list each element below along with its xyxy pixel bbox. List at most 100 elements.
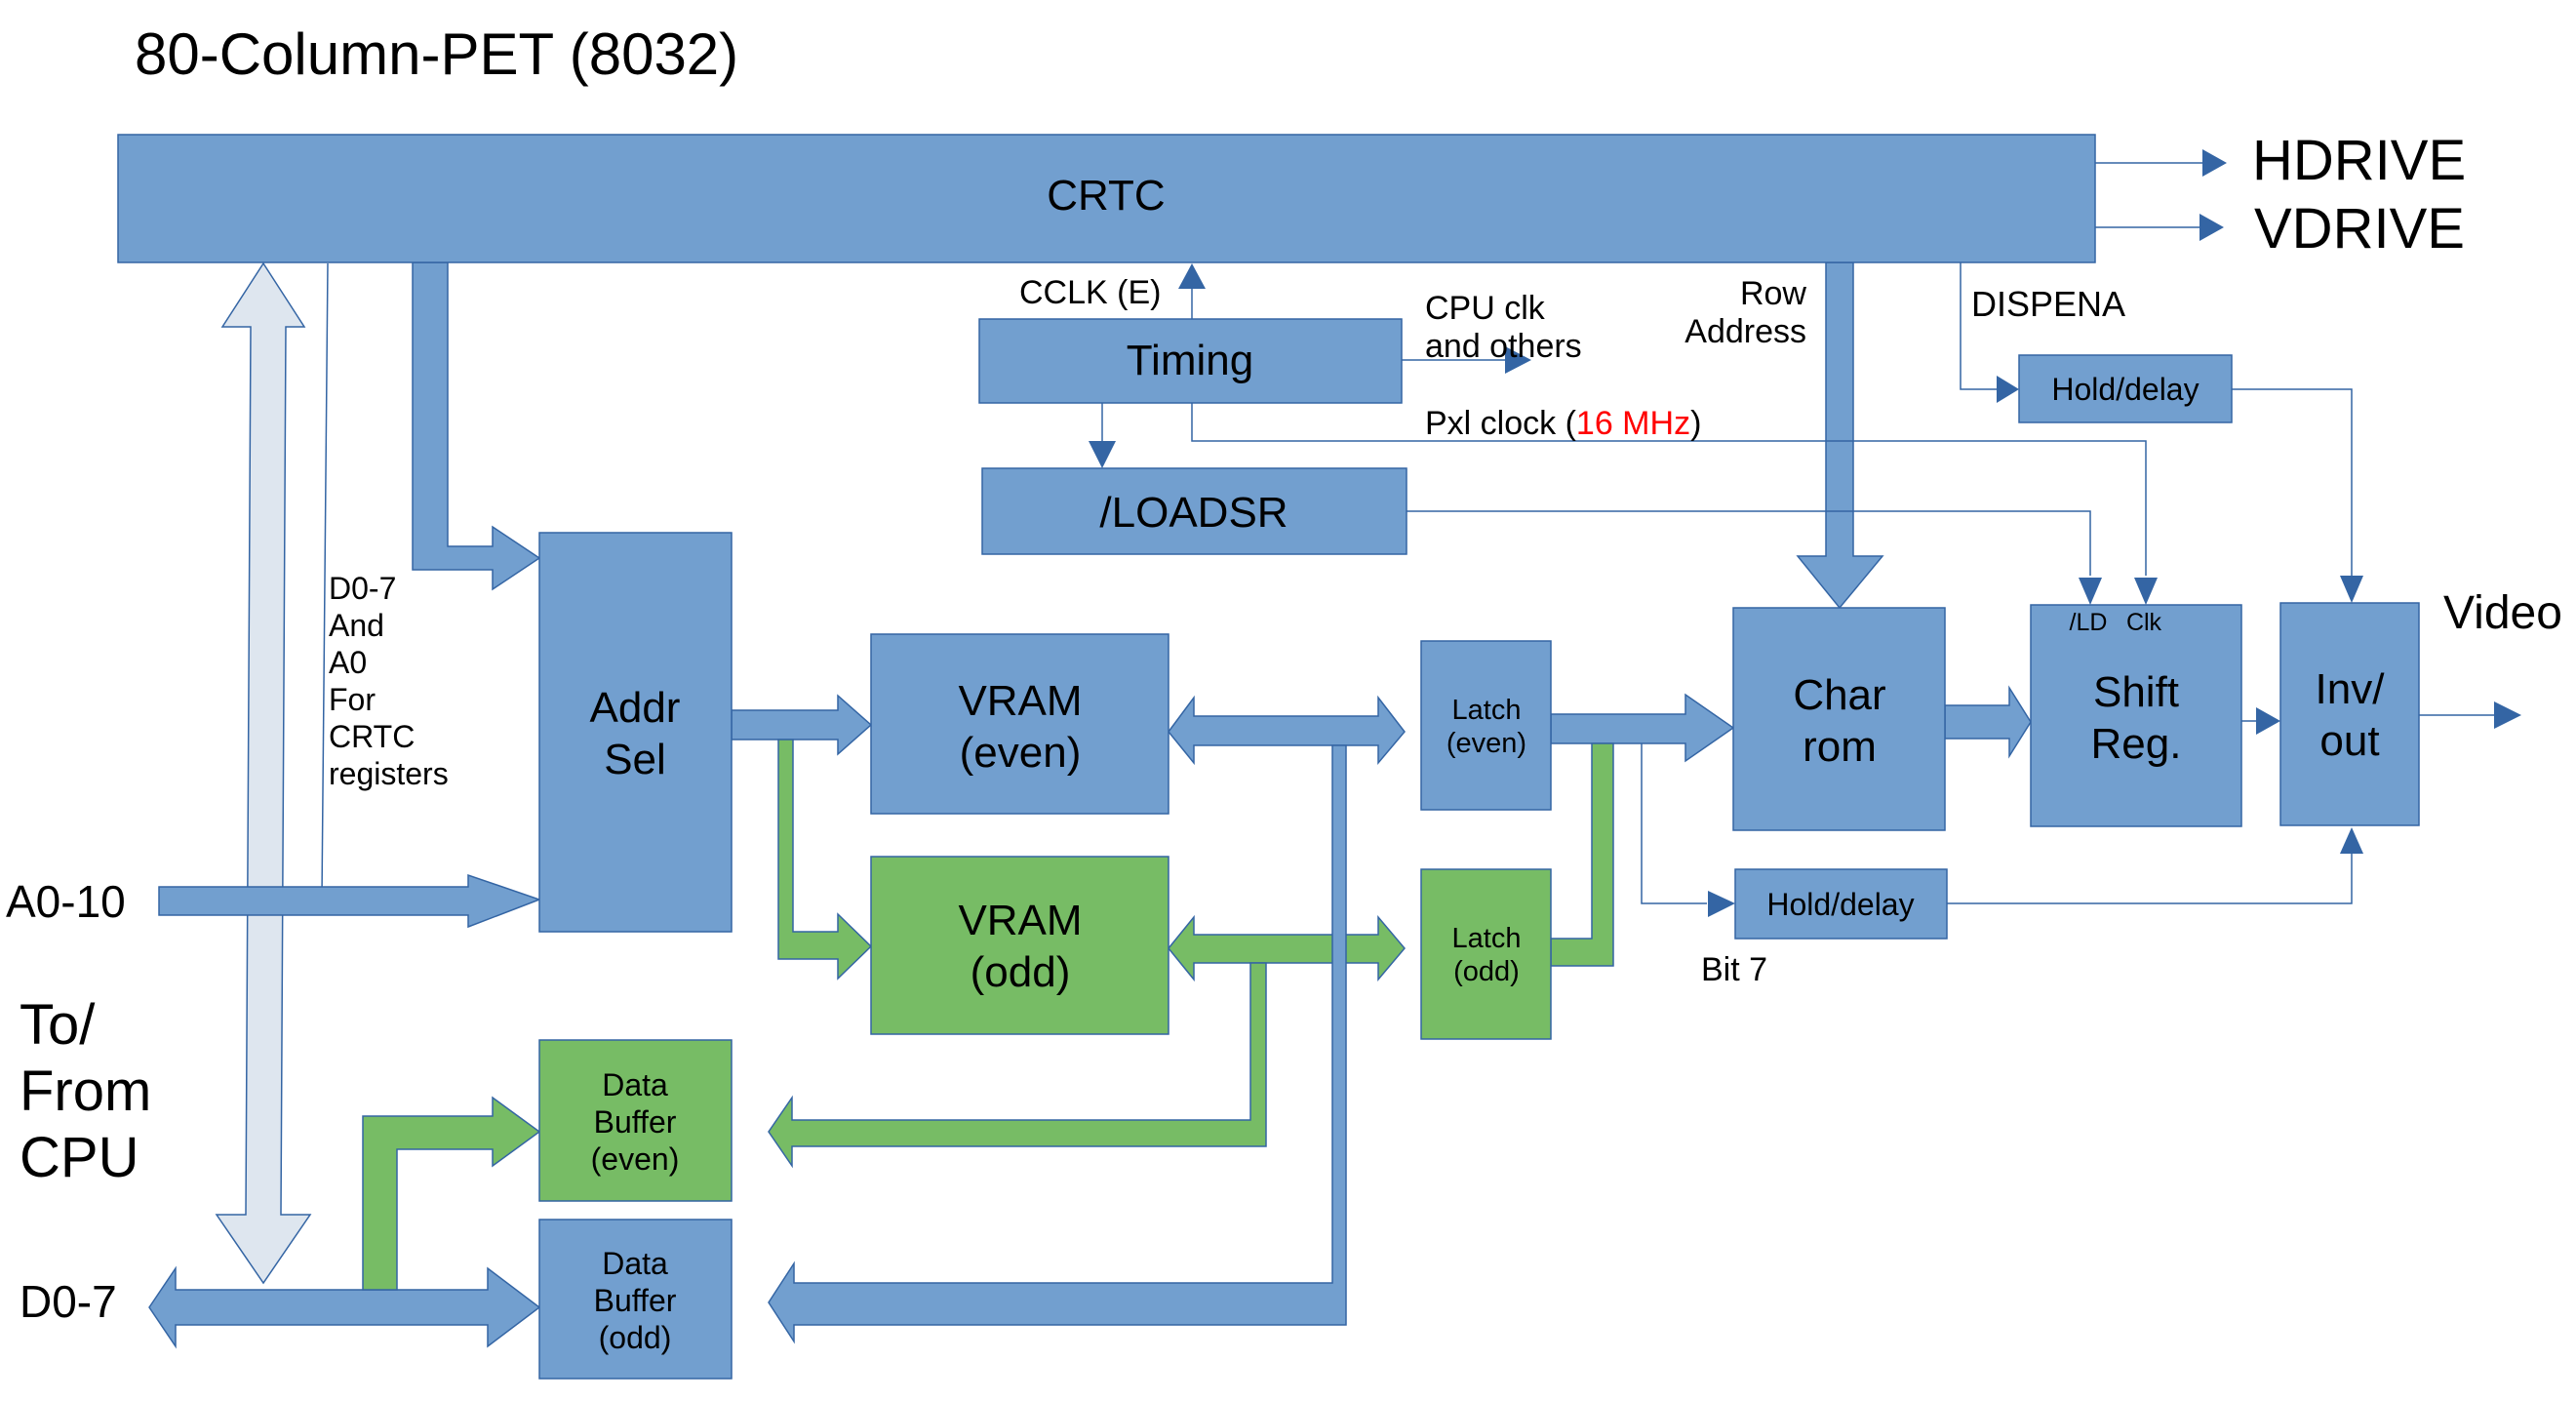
a0-10-arrow <box>158 873 542 929</box>
cpu-clk-label-2: and others <box>1425 328 1582 365</box>
hdrive-label: HDRIVE <box>2252 129 2466 192</box>
addr-to-vram-even-arrow <box>731 694 873 756</box>
data-buffer-even-label-2: Buffer <box>594 1104 677 1140</box>
cclk-label: CCLK (E) <box>1019 274 1161 311</box>
cclk-arrowhead <box>1178 263 1206 289</box>
vdrive-arrowhead <box>2200 214 2224 241</box>
addr-sel-label-2: Sel <box>604 736 666 783</box>
diagram-title: 80-Column-PET (8032) <box>135 21 738 87</box>
pxl-clock-suffix: ) <box>1690 405 1701 442</box>
shiftreg-invout-arrowhead <box>2256 707 2280 735</box>
loadsr-arrowhead <box>1089 441 1116 468</box>
char-rom-label-2: rom <box>1803 723 1877 771</box>
crtc-address-bus-arrow <box>412 261 541 591</box>
shift-reg-block <box>2030 604 2242 827</box>
vram-even-to-databuffer-odd-bus <box>768 744 1347 1344</box>
hold-top-to-invout-line <box>2232 388 2353 576</box>
addr-to-vram-odd-arrow <box>777 739 873 981</box>
shift-reg-label-1: Shift <box>2093 668 2179 716</box>
dispena-arrowhead <box>1997 376 2019 403</box>
crtc-label: CRTC <box>1047 172 1165 220</box>
vram-even-block <box>870 633 1169 815</box>
timing-label: Timing <box>1127 337 1253 384</box>
crtc-block <box>117 134 2096 263</box>
data-buffer-odd-label-1: Data <box>602 1246 668 1281</box>
latch-even-block <box>1420 640 1552 811</box>
cpu-clk-arrowhead <box>1505 346 1531 374</box>
clk-arrowhead <box>2134 578 2158 605</box>
latch-odd-output-bus <box>1550 742 1614 967</box>
hold-delay-bottom-block <box>1734 868 1948 940</box>
a0-10-label: A0-10 <box>6 876 126 927</box>
latch-odd-block <box>1420 868 1552 1040</box>
shift-reg-label-2: Reg. <box>2091 720 2182 768</box>
crtc-regs-label-5: CRTC <box>329 719 415 754</box>
invout-bottom-arrowhead <box>2340 827 2363 854</box>
latch-even-label-2: (even) <box>1447 728 1526 759</box>
shift-reg-ld-pin: /LD <box>2070 609 2108 636</box>
vram-even-label-2: (even) <box>960 729 1082 777</box>
hold-bottom-to-invout-line <box>1947 854 2353 904</box>
to-from-cpu-label-2: From <box>20 1060 151 1123</box>
vram-odd-block <box>870 856 1169 1035</box>
data-buffer-even-block <box>538 1039 733 1202</box>
row-address-label-1: Row <box>1740 275 1806 312</box>
vram-even-label-1: VRAM <box>958 677 1082 725</box>
cpu-bus-bidirectional-arrow <box>215 261 312 1285</box>
loadsr-line <box>1407 510 2091 576</box>
latch-odd-label-1: Latch <box>1452 923 1522 954</box>
vram-odd-label-1: VRAM <box>958 897 1082 944</box>
cpu-clk-label-1: CPU clk <box>1425 290 1546 327</box>
charrom-to-shiftreg-arrow <box>1944 685 2032 759</box>
loadsr-label: /LOADSR <box>1099 489 1288 537</box>
to-from-cpu-label-1: To/ <box>20 993 96 1057</box>
to-from-cpu-label-3: CPU <box>20 1126 139 1189</box>
video-label: Video <box>2443 587 2562 639</box>
hold-delay-top-block <box>2018 354 2233 423</box>
invout-top-arrowhead <box>2340 576 2363 603</box>
d0-7-label: D0-7 <box>20 1276 117 1327</box>
data-buffer-odd-label-3: (odd) <box>599 1320 672 1355</box>
latch-odd-label-2: (odd) <box>1453 956 1520 987</box>
pxl-clock-frequency: 16 MHz <box>1576 405 1690 442</box>
hold-delay-bottom-label: Hold/delay <box>1766 887 1914 922</box>
bit7-line <box>1641 743 1707 904</box>
dispena-line <box>1960 259 2000 390</box>
crtc-regs-label-4: For <box>329 682 376 717</box>
signal-lines <box>1101 162 2497 904</box>
inv-out-block <box>2279 602 2420 826</box>
crtc-regs-label-3: A0 <box>329 645 367 680</box>
crtc-regs-label-1: D0-7 <box>329 571 396 606</box>
data-buffer-odd-block <box>538 1219 733 1380</box>
data-buffer-odd-label-2: Buffer <box>594 1283 677 1318</box>
ld-arrowhead <box>2079 578 2102 605</box>
dispena-label: DISPENA <box>1971 284 2125 324</box>
timing-block <box>978 318 1403 404</box>
arrow-heads <box>1089 149 2521 917</box>
vram-odd-label-2: (odd) <box>971 948 1071 996</box>
bit7-arrowhead <box>1708 891 1735 917</box>
vram-odd-latch-odd-arrow <box>1168 914 1406 982</box>
shift-reg-clk-pin: Clk <box>2126 609 2162 636</box>
vram-odd-to-databuffer-even-bus <box>768 962 1267 1169</box>
data-buffer-even-label-3: (even) <box>591 1141 680 1177</box>
char-rom-block <box>1732 607 1946 831</box>
pxl-clock-prefix: Pxl clock ( <box>1425 405 1577 442</box>
inv-out-label-1: Inv/ <box>2316 665 2386 713</box>
latch-even-label-1: Latch <box>1452 695 1522 726</box>
d0-7-to-databuffer-even-arrow <box>362 1096 541 1291</box>
d0-7-bidirectional-arrow <box>148 1265 541 1349</box>
vdrive-label: VDRIVE <box>2254 197 2465 260</box>
bit7-label: Bit 7 <box>1701 951 1767 988</box>
crtc-register-line <box>321 262 329 899</box>
data-buffer-even-label-1: Data <box>602 1067 668 1102</box>
crtc-regs-label-6: registers <box>329 756 449 791</box>
pxl-clock-label: Pxl clock (16 MHz) <box>1425 405 1701 442</box>
loadsr-block <box>981 467 1407 555</box>
latch-even-to-charrom-arrow <box>1550 693 1735 763</box>
row-address-label-2: Address <box>1684 313 1806 350</box>
addr-sel-label-1: Addr <box>590 684 681 732</box>
inv-out-label-2: out <box>2319 717 2379 765</box>
addr-sel-block <box>538 532 733 933</box>
